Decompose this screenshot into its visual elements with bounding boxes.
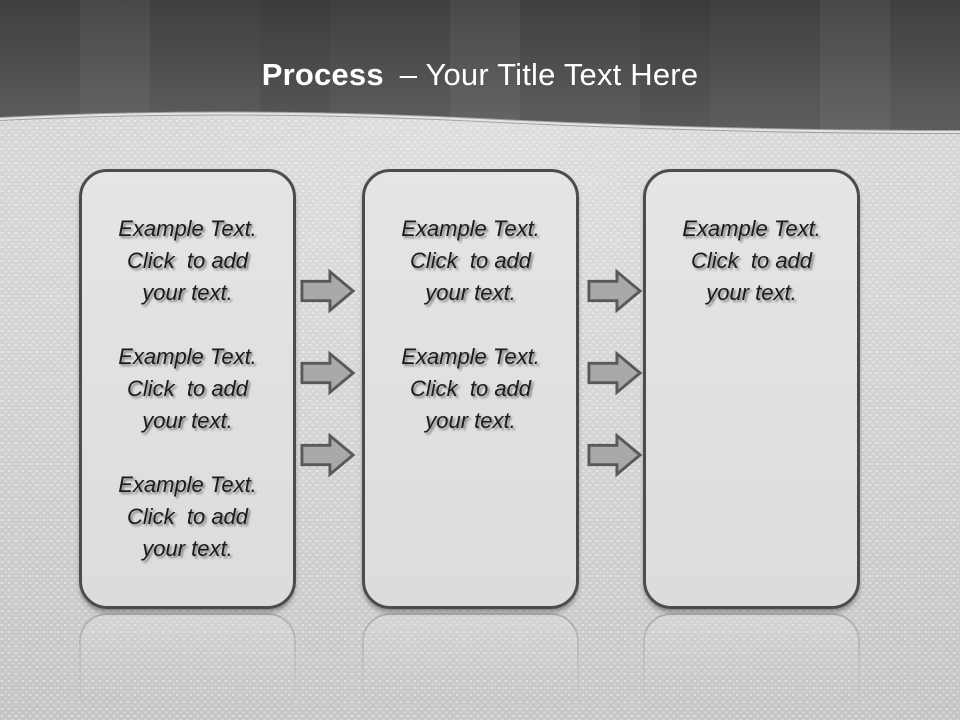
title-rest: – Your Title Text Here (399, 57, 699, 92)
placeholder-paragraph: Example Text. Click to add your text. (365, 341, 576, 437)
placeholder-paragraph: Example Text. Click to add your text. (646, 213, 857, 309)
text-line: Example Text. (118, 472, 257, 497)
text-line: your text. (142, 536, 233, 561)
placeholder-paragraph: Example Text. Click to add your text. (82, 469, 293, 565)
text-line: your text. (142, 280, 233, 305)
text-line: Click to add (126, 248, 249, 273)
text-line: Example Text. (682, 216, 821, 241)
process-box-2[interactable]: Example Text. Click to add your text. Ex… (362, 169, 579, 609)
right-arrow-icon (587, 350, 643, 396)
box-reflection (362, 613, 579, 719)
process-box-3[interactable]: Example Text. Click to add your text. (643, 169, 860, 609)
text-line: Example Text. (118, 216, 257, 241)
text-line: Click to add (690, 248, 813, 273)
placeholder-paragraph: Example Text. Click to add your text. (82, 213, 293, 309)
placeholder-paragraph: Example Text. Click to add your text. (82, 341, 293, 437)
text-line: Example Text. (401, 216, 540, 241)
right-arrow-icon (300, 432, 356, 478)
text-line: your text. (425, 280, 516, 305)
text-line: Example Text. (118, 344, 257, 369)
text-line: Click to add (126, 504, 249, 529)
text-line: your text. (706, 280, 797, 305)
right-arrow-icon (587, 268, 643, 314)
right-arrow-icon (300, 268, 356, 314)
process-box-3-text: Example Text. Click to add your text. (646, 172, 857, 606)
slide-title: Process – Your Title Text Here (0, 55, 960, 95)
process-box-1[interactable]: Example Text. Click to add your text. Ex… (79, 169, 296, 609)
header-highlight (0, 112, 960, 133)
box-reflection (643, 613, 860, 719)
text-line: your text. (142, 408, 233, 433)
header-shape (0, 0, 960, 130)
placeholder-paragraph: Example Text. Click to add your text. (365, 213, 576, 309)
process-box-2-text: Example Text. Click to add your text. Ex… (365, 172, 576, 606)
right-arrow-icon (587, 432, 643, 478)
right-arrow-icon (300, 350, 356, 396)
process-box-1-text: Example Text. Click to add your text. Ex… (82, 172, 293, 606)
text-line: Example Text. (401, 344, 540, 369)
title-emphasis: Process (261, 57, 384, 92)
text-line: Click to add (409, 376, 532, 401)
text-line: Click to add (409, 248, 532, 273)
box-reflection (79, 613, 296, 719)
header-band (0, 0, 960, 134)
text-line: Click to add (126, 376, 249, 401)
text-line: your text. (425, 408, 516, 433)
